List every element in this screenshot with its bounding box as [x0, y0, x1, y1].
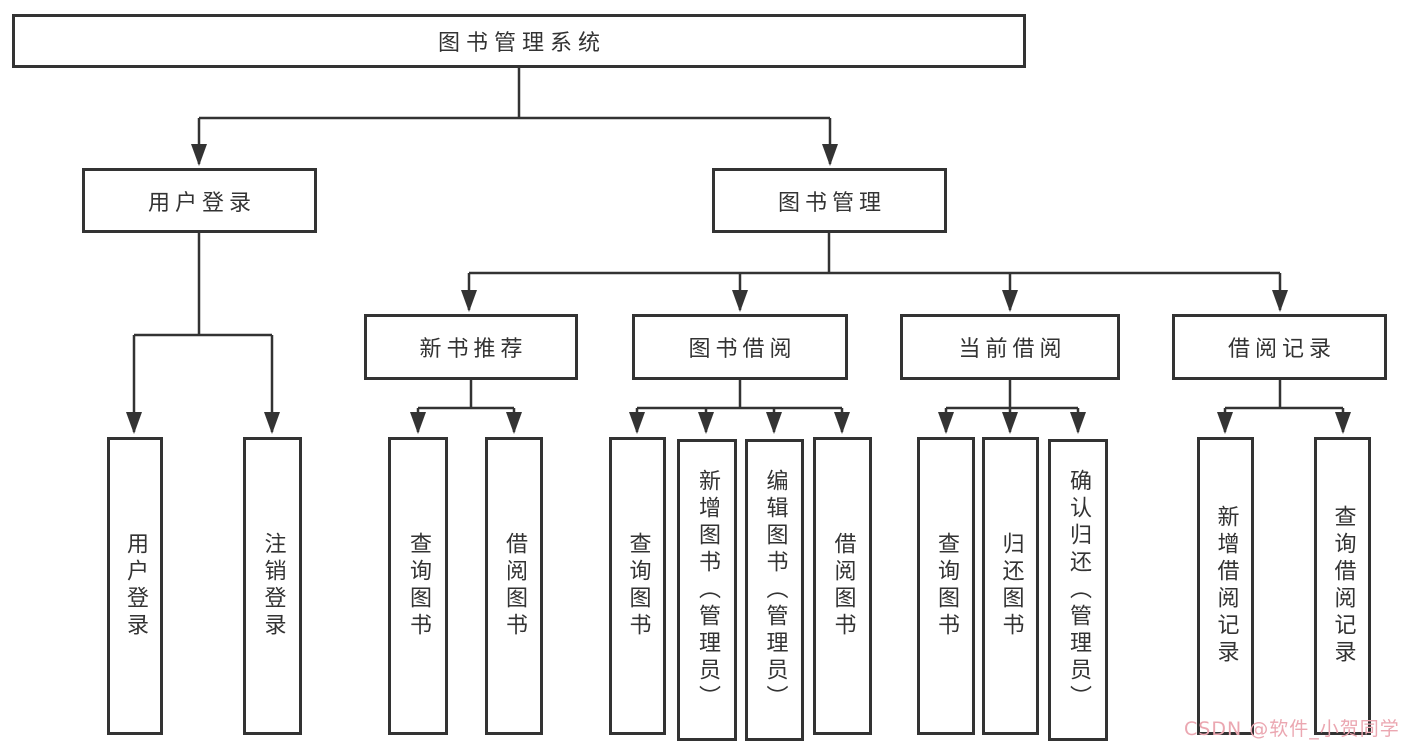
connector-book-management [461, 233, 1288, 312]
leaf-query-borrow-record-label: 查询借阅记录 [1330, 505, 1356, 667]
leaf-query-books-current-label: 查询图书 [934, 532, 959, 640]
leaf-user-login-label: 用户登录 [123, 532, 148, 640]
leaf-borrow-books-recommend-label: 借阅图书 [502, 532, 527, 640]
csdn-watermark: CSDN @软件_小贺同学 [1184, 718, 1400, 740]
leaf-query-borrow-record: 查询借阅记录 [1314, 437, 1371, 735]
node-book-borrow: 图书借阅 [632, 314, 848, 380]
leaf-return-book: 归还图书 [982, 437, 1039, 735]
node-library-system-label: 图书管理系统 [437, 31, 606, 56]
leaf-logout-login: 注销登录 [243, 437, 302, 735]
leaf-return-book-label: 归还图书 [998, 532, 1024, 640]
node-user-login: 用户登录 [82, 168, 317, 233]
node-current-borrow-label: 当前借阅 [958, 337, 1067, 362]
node-user-login-label: 用户登录 [147, 190, 256, 216]
connector-user-login [126, 233, 280, 434]
leaf-logout-login-label: 注销登录 [260, 532, 286, 640]
node-new-book-recommend: 新书推荐 [364, 314, 578, 380]
leaf-add-book-admin: 新增图书（管理员） [677, 439, 737, 741]
leaf-borrow-books-borrow-label: 借阅图书 [830, 532, 856, 640]
connector-borrow-record [1217, 379, 1351, 434]
leaf-query-books-borrow-label: 查询图书 [625, 532, 651, 640]
leaf-confirm-return-admin-label: 确认归还（管理员） [1066, 468, 1091, 712]
leaf-edit-book-admin: 编辑图书（管理员） [745, 439, 804, 741]
leaf-edit-book-admin-label: 编辑图书（管理员） [762, 468, 788, 712]
leaf-confirm-return-admin: 确认归还（管理员） [1048, 439, 1108, 741]
leaf-query-books-borrow: 查询图书 [609, 437, 666, 735]
leaf-borrow-books-borrow: 借阅图书 [813, 437, 872, 735]
node-book-management: 图书管理 [712, 168, 947, 233]
leaf-add-borrow-record: 新增借阅记录 [1197, 437, 1254, 735]
leaf-user-login: 用户登录 [107, 437, 163, 735]
node-current-borrow: 当前借阅 [900, 314, 1120, 380]
leaf-query-books-current: 查询图书 [917, 437, 975, 735]
node-new-book-recommend-label: 新书推荐 [419, 337, 528, 362]
connector-current-borrow [938, 379, 1086, 434]
connector-book-borrow [629, 379, 850, 434]
node-borrow-records-label: 借阅记录 [1227, 337, 1336, 362]
leaf-add-book-admin-label: 新增图书（管理员） [695, 468, 720, 712]
node-book-borrow-label: 图书借阅 [688, 337, 797, 362]
leaf-add-borrow-record-label: 新增借阅记录 [1213, 505, 1239, 667]
connector-root [191, 68, 838, 166]
leaf-query-books-recommend: 查询图书 [388, 437, 448, 735]
connector-new-book [410, 379, 522, 434]
node-borrow-records: 借阅记录 [1172, 314, 1387, 380]
node-library-system: 图书管理系统 [12, 14, 1026, 68]
leaf-borrow-books-recommend: 借阅图书 [485, 437, 543, 735]
node-book-management-label: 图书管理 [777, 190, 886, 216]
leaf-query-books-recommend-label: 查询图书 [406, 532, 431, 640]
